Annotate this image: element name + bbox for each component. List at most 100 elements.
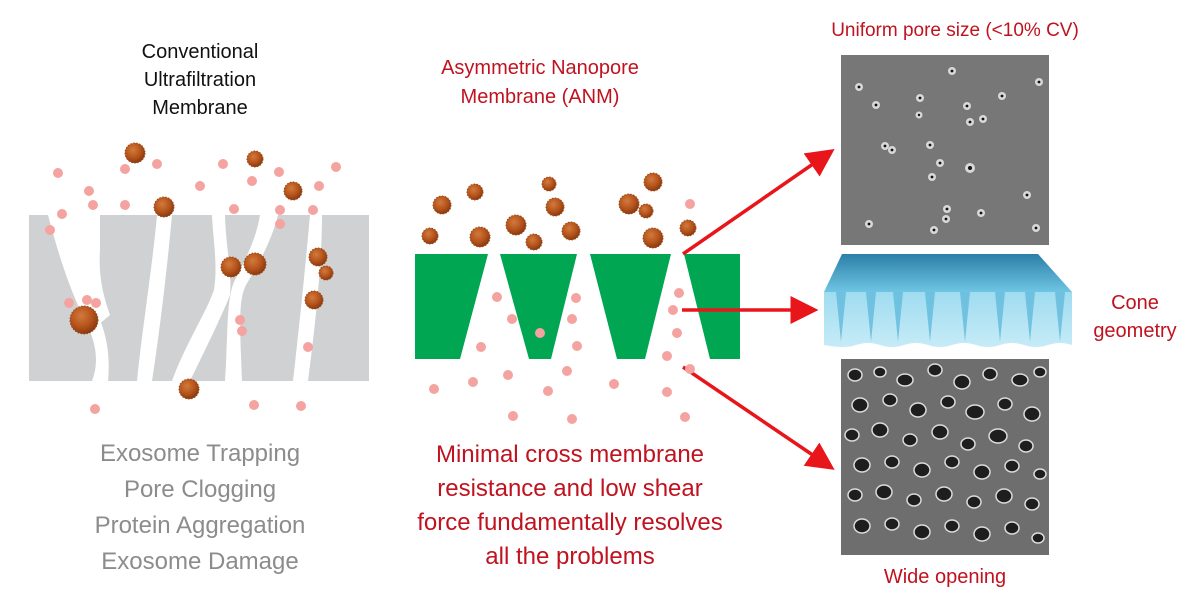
- protein-particle: [476, 342, 486, 352]
- exosome-particle: [153, 196, 175, 218]
- protein-particle: [249, 400, 259, 410]
- exosome-particle: [643, 172, 663, 192]
- sem-wide-opening-image: [841, 359, 1049, 555]
- protein-particle: [662, 387, 672, 397]
- exosome-particle: [432, 195, 452, 215]
- protein-particle: [571, 293, 581, 303]
- protein-particle: [274, 167, 284, 177]
- protein-particle: [468, 377, 478, 387]
- title-line: Membrane: [152, 97, 248, 119]
- title-line: Ultrafiltration: [143, 69, 257, 91]
- wide-opening-label: Wide opening: [883, 566, 1007, 588]
- protein-particle: [685, 199, 695, 209]
- exosome-particle: [220, 256, 242, 278]
- exosome-particle: [679, 219, 697, 237]
- protein-particle: [120, 200, 130, 210]
- conventional-membrane-title: Conventional Ultrafiltration Membrane: [70, 38, 330, 122]
- protein-particle: [296, 401, 306, 411]
- uniform-pore-label: Uniform pore size (<10% CV): [831, 20, 1079, 41]
- protein-particle: [567, 414, 577, 424]
- exosome-particle: [642, 227, 664, 249]
- problem-item: Protein Aggregation: [94, 512, 306, 539]
- protein-particle: [84, 186, 94, 196]
- protein-particle: [57, 209, 67, 219]
- protein-particle: [120, 164, 130, 174]
- arrow-to-uniform-pore: [682, 149, 835, 256]
- protein-particle: [331, 162, 341, 172]
- protein-particle: [45, 225, 55, 235]
- title-line: Membrane (ANM): [460, 86, 620, 108]
- exosome-particle: [308, 247, 328, 267]
- title-line: Asymmetric Nanopore: [441, 57, 639, 79]
- arrows: [682, 149, 835, 470]
- sem-uniform-pores-image: [841, 55, 1049, 245]
- protein-particle: [88, 200, 98, 210]
- protein-particle: [680, 412, 690, 422]
- protein-particle: [64, 298, 74, 308]
- protein-particle: [662, 351, 672, 361]
- exosome-particle: [618, 193, 640, 215]
- exosome-particle: [541, 176, 557, 192]
- exosome-particle: [561, 221, 581, 241]
- protein-particle: [507, 314, 517, 324]
- problem-item: Exosome Damage: [101, 548, 299, 575]
- protein-particle: [672, 328, 682, 338]
- protein-particle: [91, 298, 101, 308]
- particles: [45, 142, 697, 424]
- summary-line: all the problems: [485, 543, 655, 570]
- protein-particle: [314, 181, 324, 191]
- protein-particle: [308, 205, 318, 215]
- protein-particle: [685, 364, 695, 374]
- title-line: Conventional: [141, 41, 259, 63]
- protein-particle: [247, 176, 257, 186]
- protein-particle: [572, 341, 582, 351]
- protein-particle: [429, 384, 439, 394]
- protein-particle: [218, 159, 228, 169]
- protein-particle: [152, 159, 162, 169]
- exosome-particle: [469, 226, 491, 248]
- protein-particle: [609, 379, 619, 389]
- exosome-particle: [178, 378, 200, 400]
- label-line: geometry: [1093, 320, 1177, 342]
- protein-particle: [508, 411, 518, 421]
- exosome-particle: [69, 305, 99, 335]
- problems-list: Exosome Trapping Pore Clogging Protein A…: [40, 436, 360, 580]
- exosome-particle: [638, 203, 654, 219]
- protein-particle: [275, 205, 285, 215]
- protein-particle: [567, 314, 577, 324]
- protein-particle: [562, 366, 572, 376]
- label-line: Cone: [1111, 292, 1159, 314]
- arrow-to-wide-opening: [682, 365, 835, 470]
- anm-title: Asymmetric Nanopore Membrane (ANM): [400, 54, 680, 112]
- exosome-particle: [466, 183, 484, 201]
- exosome-particle: [243, 252, 267, 276]
- exosome-particle: [318, 265, 334, 281]
- protein-particle: [53, 168, 63, 178]
- solution-summary: Minimal cross membrane resistance and lo…: [400, 438, 740, 574]
- protein-particle: [303, 342, 313, 352]
- protein-particle: [543, 386, 553, 396]
- anm-membrane: [415, 254, 740, 359]
- protein-particle: [229, 204, 239, 214]
- protein-particle: [503, 370, 513, 380]
- exosome-particle: [124, 142, 146, 164]
- protein-particle: [674, 288, 684, 298]
- protein-particle: [82, 295, 92, 305]
- protein-particle: [195, 181, 205, 191]
- summary-line: resistance and low shear: [437, 475, 703, 502]
- problem-item: Pore Clogging: [123, 476, 277, 503]
- exosome-particle: [505, 214, 527, 236]
- protein-particle: [235, 315, 245, 325]
- exosome-particle: [304, 290, 324, 310]
- exosome-particle: [545, 197, 565, 217]
- cone-geometry-illustration: [824, 254, 1072, 347]
- protein-particle: [668, 305, 678, 315]
- protein-particle: [237, 326, 247, 336]
- exosome-particle: [283, 181, 303, 201]
- problem-item: Exosome Trapping: [99, 440, 301, 467]
- protein-particle: [535, 328, 545, 338]
- protein-particle: [275, 219, 285, 229]
- exosome-particle: [421, 227, 439, 245]
- summary-line: force fundamentally resolves: [417, 509, 723, 536]
